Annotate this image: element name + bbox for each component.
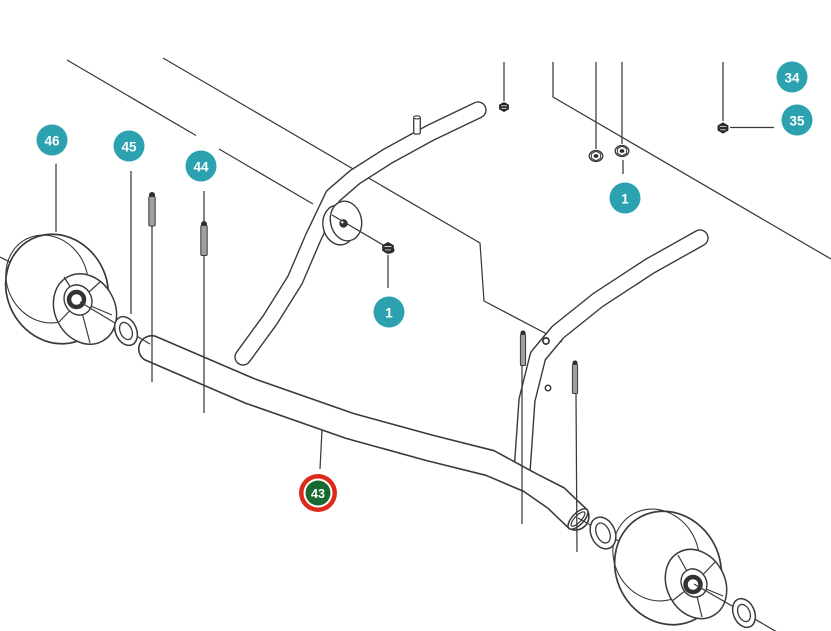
svg-text:46: 46 bbox=[44, 134, 60, 149]
nut-top-right bbox=[717, 122, 729, 134]
bolt-left-b bbox=[200, 191, 208, 413]
nut-front bbox=[382, 241, 395, 255]
bolt-right-b bbox=[571, 360, 579, 553]
svg-text:45: 45 bbox=[121, 140, 137, 155]
front-strut bbox=[234, 101, 487, 366]
callout-46[interactable]: 46 bbox=[28, 116, 76, 164]
leader-43 bbox=[319, 429, 323, 470]
washer-left bbox=[113, 315, 139, 347]
bolt-drop-a bbox=[499, 62, 509, 113]
frame-tube bbox=[137, 334, 590, 531]
roller-wheel-left bbox=[4, 233, 118, 345]
svg-text:1: 1 bbox=[385, 306, 393, 321]
svg-text:44: 44 bbox=[193, 160, 209, 175]
callout-34[interactable]: 34 bbox=[768, 53, 816, 101]
strut-hole bbox=[544, 384, 552, 392]
washer-right bbox=[731, 597, 757, 629]
bolt-drop-b bbox=[588, 62, 604, 163]
bolt-drop-d bbox=[717, 62, 774, 134]
strut-hole bbox=[542, 337, 550, 345]
roller-wheel-right bbox=[612, 508, 728, 626]
rear-strut bbox=[513, 229, 709, 481]
mounting-disc bbox=[322, 200, 363, 246]
deck-edge-upper bbox=[552, 62, 831, 260]
tube-open-end bbox=[567, 508, 589, 530]
wheel-bearing bbox=[66, 289, 87, 310]
nut-top-a bbox=[499, 101, 509, 113]
callout-1-top[interactable]: 1 bbox=[601, 174, 649, 222]
callout-45[interactable]: 45 bbox=[105, 122, 153, 170]
washer-mid bbox=[589, 516, 617, 550]
bolt-drop-c bbox=[614, 62, 630, 174]
svg-text:34: 34 bbox=[784, 71, 800, 86]
callout-43-highlighted[interactable]: 43 bbox=[296, 471, 340, 515]
svg-text:43: 43 bbox=[311, 487, 325, 501]
callout-1-front[interactable]: 1 bbox=[365, 288, 413, 336]
svg-text:35: 35 bbox=[789, 114, 805, 129]
pin bbox=[413, 115, 421, 135]
bolt-left-a bbox=[148, 192, 156, 382]
deck-edge-lower bbox=[162, 57, 563, 343]
wheel-bearing bbox=[683, 574, 703, 595]
flange-nut-a bbox=[588, 149, 604, 163]
flange-nut-b bbox=[614, 144, 630, 158]
callout-35[interactable]: 35 bbox=[773, 96, 821, 144]
bolt-right-a bbox=[519, 330, 527, 524]
disc-hole bbox=[339, 219, 348, 228]
svg-text:1: 1 bbox=[621, 192, 629, 207]
callout-44[interactable]: 44 bbox=[177, 142, 225, 190]
